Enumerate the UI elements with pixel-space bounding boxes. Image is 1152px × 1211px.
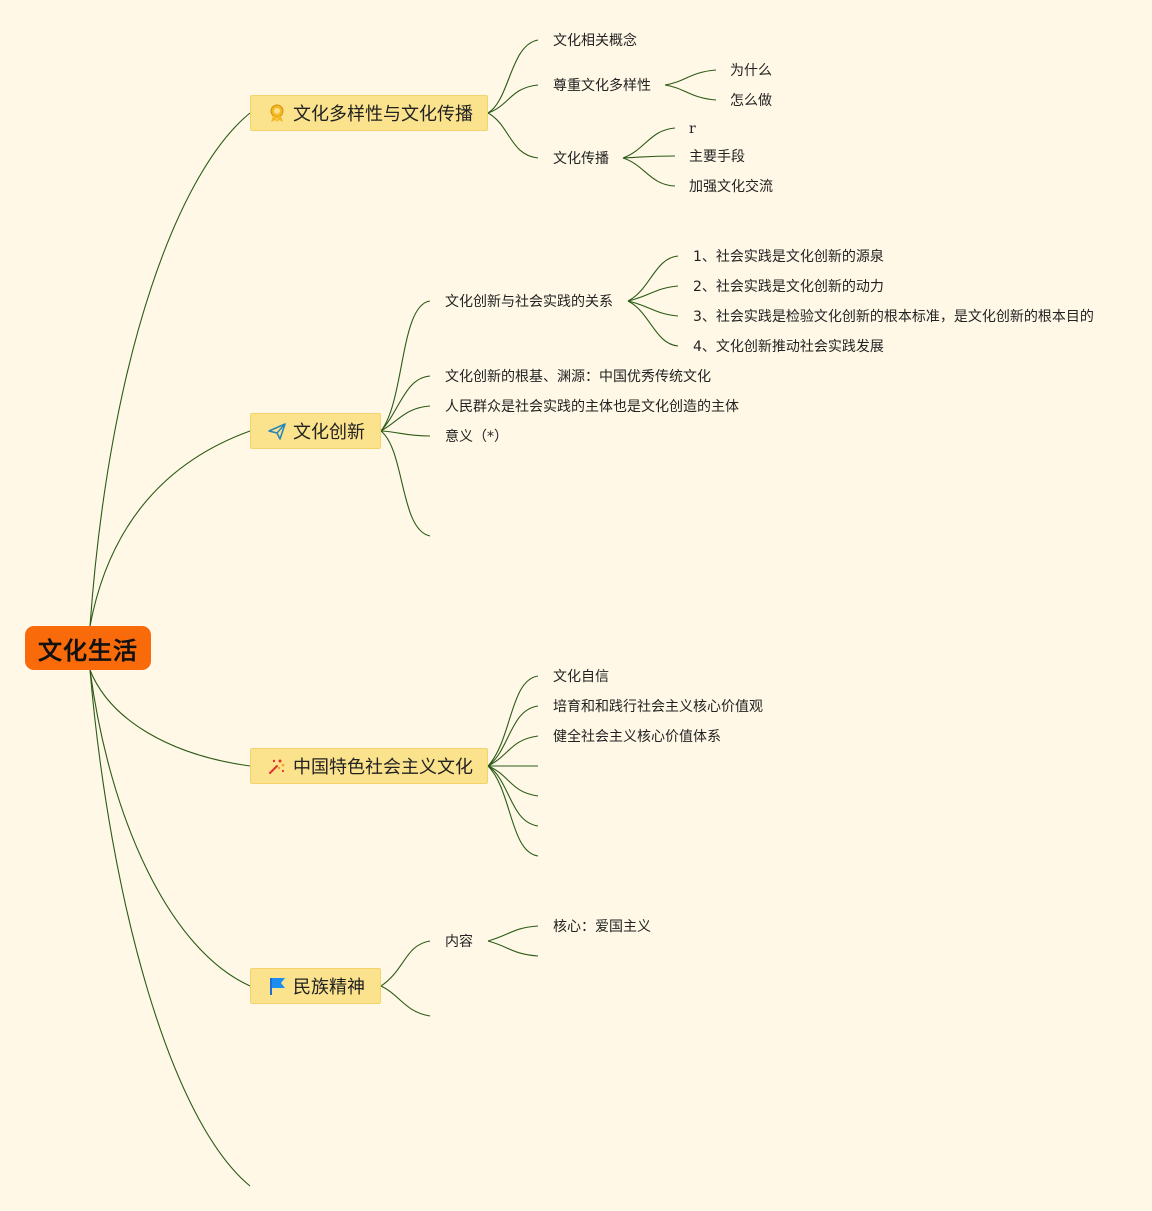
node-content[interactable]: 内容 xyxy=(445,934,473,950)
link-b3-c2 xyxy=(487,705,539,767)
link-root-branch2 xyxy=(89,430,251,627)
link-root-branch5 xyxy=(89,669,251,1187)
link-b1-c2 xyxy=(487,84,539,114)
link-root-branch3 xyxy=(89,669,251,767)
topic-label: 文化创新 xyxy=(293,422,365,443)
topic-label: 文化多样性与文化传播 xyxy=(293,104,473,125)
node-core-values[interactable]: 培育和和践行社会主义核心价值观 xyxy=(553,699,763,715)
node-main-means[interactable]: 主要手段 xyxy=(689,149,745,165)
link-b3-c5 xyxy=(487,765,539,797)
node-practice-3[interactable]: 3、社会实践是检验文化创新的根本标准，是文化创新的根本目的 xyxy=(693,309,1094,325)
flag-icon xyxy=(267,976,287,996)
link-b1-c2-g2 xyxy=(664,84,717,101)
link-b1-c2-g1 xyxy=(664,69,717,86)
node-practice-2[interactable]: 2、社会实践是文化创新的动力 xyxy=(693,279,884,295)
topic-label: 中国特色社会主义文化 xyxy=(293,757,473,778)
node-strengthen-exchange[interactable]: 加强文化交流 xyxy=(689,179,773,195)
node-r[interactable]: r xyxy=(689,121,696,137)
link-b3-c6 xyxy=(487,765,539,827)
link-b1-c3-g1 xyxy=(622,127,676,159)
link-b2-c1-g4 xyxy=(627,300,679,347)
root-topic[interactable]: 文化生活 xyxy=(25,626,151,670)
link-b2-c2 xyxy=(380,375,431,432)
link-b2-c1-g3 xyxy=(627,300,679,317)
node-innovation-roots[interactable]: 文化创新的根基、渊源：中国优秀传统文化 xyxy=(445,369,711,385)
link-b3-c1 xyxy=(487,675,539,767)
topic-national-spirit[interactable]: 民族精神 xyxy=(250,968,381,1004)
topic-cultural-diversity[interactable]: 文化多样性与文化传播 xyxy=(250,95,488,131)
node-culture-confidence[interactable]: 文化自信 xyxy=(553,669,609,685)
node-innovation-practice[interactable]: 文化创新与社会实践的关系 xyxy=(445,294,613,310)
node-practice-4[interactable]: 4、文化创新推动社会实践发展 xyxy=(693,339,884,355)
link-b2-c3 xyxy=(380,405,431,432)
link-b4-c1-g1 xyxy=(487,925,539,942)
link-b2-c5 xyxy=(380,430,431,537)
node-culture-concepts[interactable]: 文化相关概念 xyxy=(553,33,637,49)
link-b4-c1 xyxy=(380,940,431,987)
paper-plane-icon xyxy=(267,421,287,441)
link-b2-c1-g1 xyxy=(627,255,679,302)
link-root-branch4 xyxy=(89,669,251,987)
sparkle-icon xyxy=(267,756,287,776)
ribbon-icon xyxy=(267,103,287,123)
node-culture-spread[interactable]: 文化传播 xyxy=(553,151,609,167)
link-b1-c3 xyxy=(487,112,539,159)
node-core-values-system[interactable]: 健全社会主义核心价值体系 xyxy=(553,729,721,745)
topic-cultural-innovation[interactable]: 文化创新 xyxy=(250,413,381,449)
link-b1-c3-g2 xyxy=(622,155,676,159)
node-respect-diversity[interactable]: 尊重文化多样性 xyxy=(553,78,651,94)
link-b4-c1-g2 xyxy=(487,940,539,957)
link-b1-c1 xyxy=(487,39,539,114)
link-b2-c1-g2 xyxy=(627,285,679,302)
topic-socialist-culture[interactable]: 中国特色社会主义文化 xyxy=(250,748,488,784)
link-b3-c3 xyxy=(487,735,539,767)
topic-label: 民族精神 xyxy=(293,977,365,998)
node-how[interactable]: 怎么做 xyxy=(730,93,772,109)
node-why[interactable]: 为什么 xyxy=(730,63,772,79)
link-b1-c3-g3 xyxy=(622,157,676,187)
root-label: 文化生活 xyxy=(38,636,138,665)
link-b2-c4 xyxy=(380,430,431,437)
link-b3-c7 xyxy=(487,765,539,857)
link-b2-c1 xyxy=(380,300,431,432)
link-b4-c2 xyxy=(380,985,431,1017)
node-practice-1[interactable]: 1、社会实践是文化创新的源泉 xyxy=(693,249,884,265)
node-people-subject[interactable]: 人民群众是社会实践的主体也是文化创造的主体 xyxy=(445,399,739,415)
link-root-branch1 xyxy=(89,112,251,627)
node-significance[interactable]: 意义（*） xyxy=(445,429,508,445)
node-patriotism-core[interactable]: 核心：爱国主义 xyxy=(553,919,651,935)
